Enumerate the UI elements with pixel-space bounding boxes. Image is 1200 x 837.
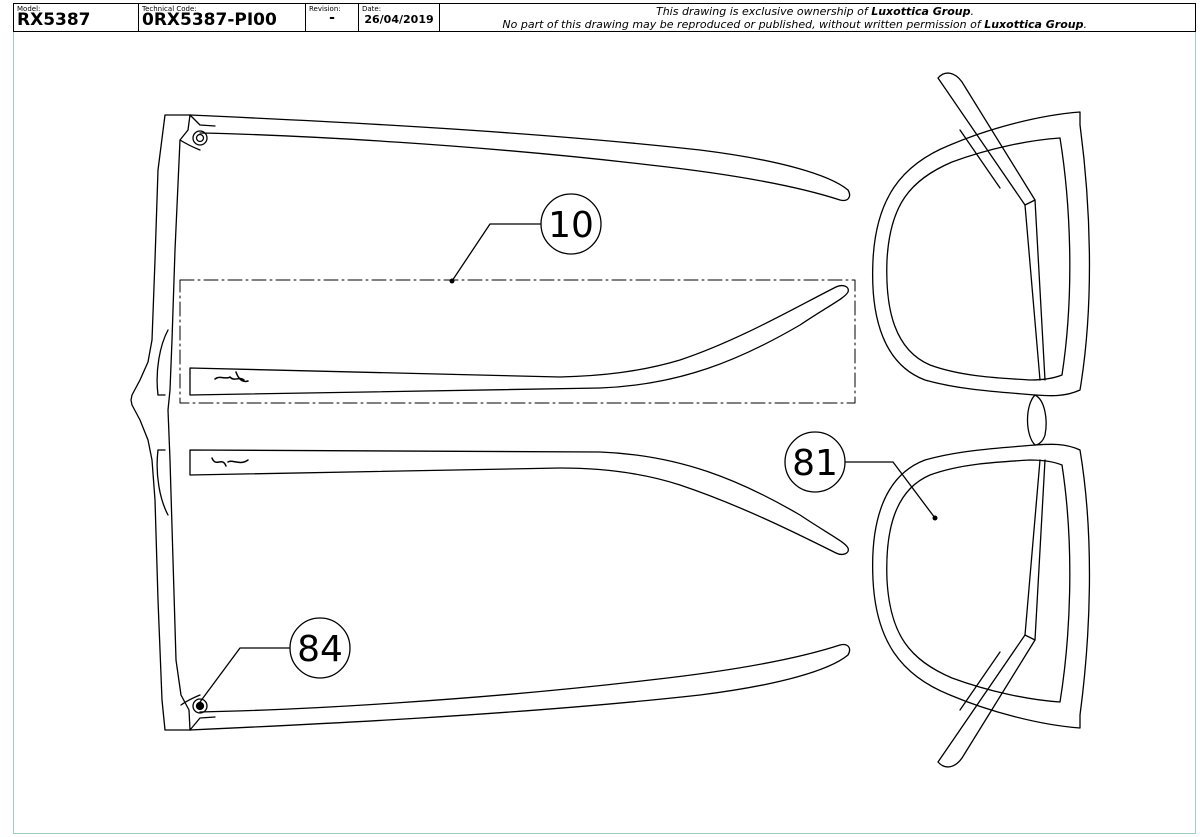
- frame-front-top-view: [130, 114, 851, 731]
- leader-dots: [449, 278, 938, 521]
- permission-period: .: [1083, 18, 1088, 31]
- model-cell: Model: RX5387: [14, 4, 139, 31]
- callout-81: 81: [784, 431, 846, 493]
- date-label: Date:: [362, 5, 382, 13]
- revision-cell: Revision: -: [306, 4, 359, 31]
- drawing-border: [13, 32, 1196, 834]
- revision-label: Revision:: [309, 5, 341, 13]
- title-block: Model: RX5387 Technical Code: 0RX5387-PI…: [13, 3, 1196, 32]
- temple-arm-outer: [189, 449, 849, 555]
- frame-front-view: [871, 72, 1091, 768]
- ownership-notice-cell: This drawing is exclusive ownership of L…: [440, 4, 1195, 31]
- temple-highlight-box: [179, 279, 856, 404]
- leader-84: [199, 647, 292, 703]
- callout-10-label: 10: [548, 205, 594, 246]
- callout-81-label: 81: [792, 443, 838, 484]
- technical-code-value: 0RX5387-PI00: [142, 10, 277, 30]
- ownership-notice: This drawing is exclusive ownership of L…: [656, 5, 974, 18]
- model-label: Model:: [17, 5, 41, 13]
- leader-10: [451, 223, 542, 282]
- callout-10: 10: [540, 193, 602, 255]
- callout-84-label: 84: [297, 629, 343, 670]
- model-value: RX5387: [17, 10, 91, 30]
- technical-code-label: Technical Code:: [142, 5, 197, 13]
- date-cell: Date: 26/04/2019: [359, 4, 440, 31]
- ownership-brand: Luxottica Group: [871, 5, 971, 18]
- hinge-screw-top: [192, 130, 208, 146]
- revision-value: -: [329, 10, 335, 26]
- hinge-screw-bottom: [192, 698, 208, 714]
- temple-arm-inner: [189, 285, 849, 396]
- permission-text: No part of this drawing may be reproduce…: [502, 18, 985, 31]
- callout-84: 84: [289, 617, 351, 679]
- technical-code-cell: Technical Code: 0RX5387-PI00: [139, 4, 306, 31]
- leader-81: [844, 461, 936, 519]
- permission-notice: No part of this drawing may be reproduce…: [502, 18, 1087, 31]
- ownership-text: This drawing is exclusive ownership of: [655, 5, 872, 18]
- ownership-period: .: [970, 5, 975, 18]
- date-value: 26/04/2019: [364, 13, 434, 26]
- permission-brand: Luxottica Group: [984, 18, 1084, 31]
